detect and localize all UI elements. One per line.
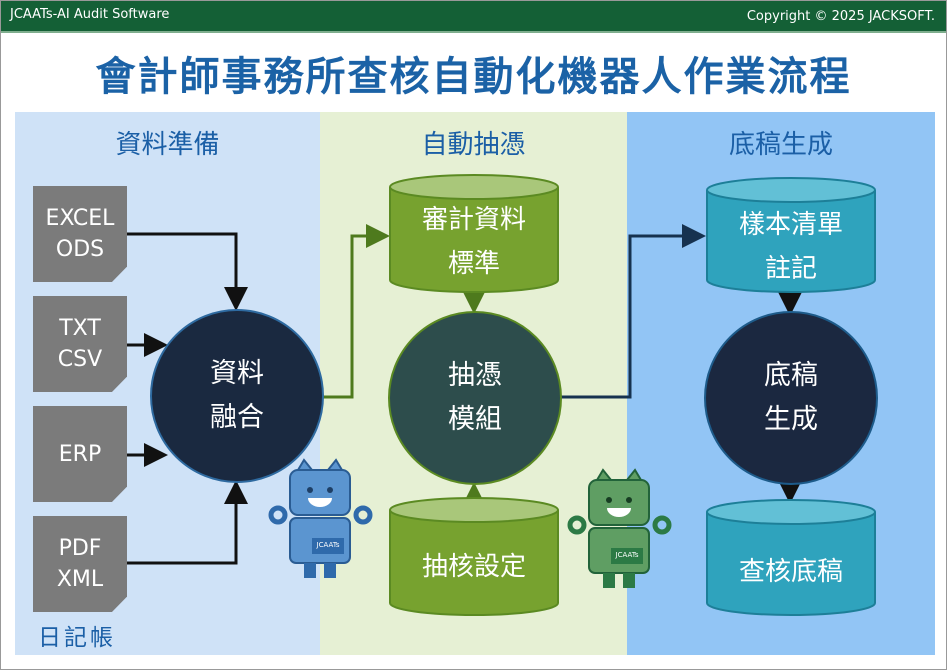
node-label: 標準 — [447, 249, 500, 279]
cylinder-settings — [389, 497, 559, 616]
journal-label: 日記帳 — [38, 625, 116, 651]
column-heading: 底稿生成 — [728, 130, 833, 160]
node-data-merge: 資料融合 — [150, 309, 324, 483]
node-label: 審計資料 — [421, 205, 526, 235]
cylinder-workpaper — [706, 499, 876, 616]
source-excel-ods: EXCEL ODS — [33, 186, 127, 282]
node-label: 抽憑 — [448, 360, 502, 391]
copyright: Copyright © 2025 JACKSOFT. — [746, 9, 935, 24]
cylinder-annotate — [706, 177, 876, 293]
robot-green-icon — [567, 468, 672, 588]
cylinder-settings-label: 抽核設定 — [390, 545, 558, 589]
robot-badge: JCAATs — [316, 541, 340, 549]
source-erp: ERP — [33, 406, 127, 502]
header-bar: JCAATs-AI Audit Software Copyright © 202… — [0, 0, 947, 33]
node-label: 生成 — [764, 404, 818, 435]
source-label: ODS — [55, 237, 105, 262]
cylinder-workpaper-label: 查核底稿 — [707, 550, 875, 594]
source-label: TXT — [59, 316, 101, 341]
source-label: CSV — [57, 347, 103, 372]
node-label: 樣本清單 — [738, 210, 843, 240]
node-label: 抽核設定 — [421, 552, 526, 582]
source-label: PDF — [58, 536, 102, 561]
node-label: 註記 — [764, 254, 817, 284]
column-heading: 自動抽憑 — [421, 130, 526, 160]
page-title: 會計師事務所查核自動化機器人作業流程 — [95, 54, 852, 100]
source-label: ERP — [58, 441, 102, 467]
node-label: 查核底稿 — [738, 557, 843, 587]
node-label: 資料 — [210, 358, 264, 389]
cylinder-standard-label: 審計資料標準 — [390, 198, 558, 286]
arrow — [127, 480, 248, 565]
node-label: 底稿 — [764, 360, 818, 391]
source-label: EXCEL — [45, 206, 115, 231]
node-label: 模組 — [448, 404, 502, 435]
source-label: XML — [56, 567, 104, 592]
source-txt-csv: TXT CSV — [33, 296, 127, 392]
node-label: 融合 — [210, 402, 264, 433]
arrow — [322, 224, 390, 399]
column-heading: 資料準備 — [115, 130, 220, 160]
node-workpaper-generate: 底稿生成 — [704, 311, 878, 485]
app-name: JCAATs-AI Audit Software — [10, 7, 170, 22]
robot-badge: JCAATs — [615, 551, 639, 559]
cylinder-annotate-label: 樣本清單註記 — [707, 203, 875, 291]
arrow — [558, 224, 706, 399]
arrow — [127, 232, 248, 311]
node-sampling-module: 抽憑模組 — [388, 311, 562, 485]
cylinder-standard — [389, 174, 559, 293]
robot-blue-icon — [268, 458, 373, 578]
source-pdf-xml: PDF XML — [33, 516, 127, 612]
